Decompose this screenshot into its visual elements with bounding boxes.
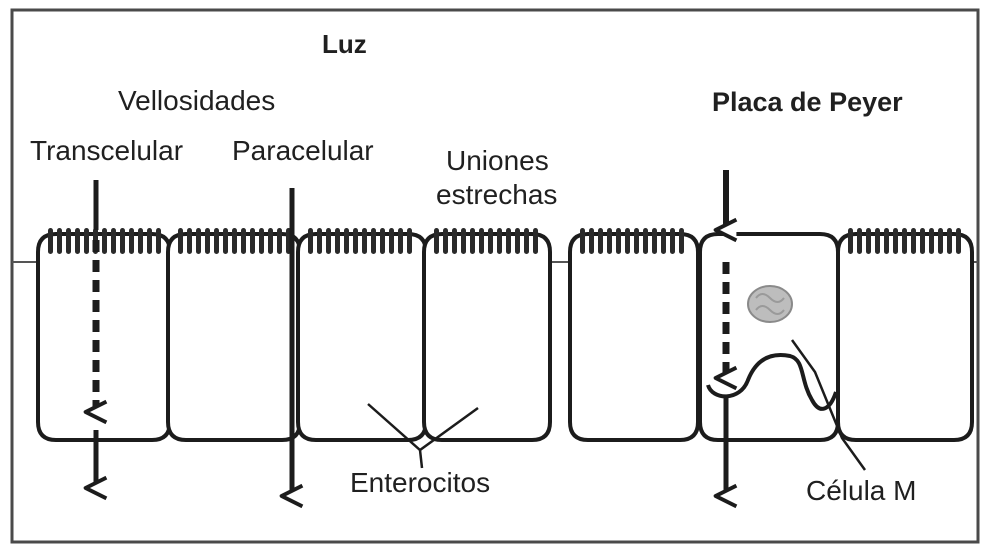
microvillus <box>652 228 657 254</box>
microvillus <box>893 228 898 254</box>
microvillus <box>250 228 255 254</box>
microvillus <box>634 228 639 254</box>
microvillus <box>938 228 943 254</box>
lumen-label: Luz <box>322 30 367 59</box>
microvillus <box>317 228 322 254</box>
microvillus <box>156 228 161 254</box>
microvillus <box>120 228 125 254</box>
enterocyte-cell <box>38 234 170 440</box>
microvillus <box>598 228 603 254</box>
microvillus <box>371 228 376 254</box>
m-cell-nucleus <box>748 286 792 322</box>
microvillus <box>884 228 889 254</box>
microvillus <box>223 228 228 254</box>
microvillus <box>129 228 134 254</box>
microvillus <box>380 228 385 254</box>
microvillus <box>488 228 493 254</box>
microvillus <box>277 228 282 254</box>
microvillus <box>911 228 916 254</box>
microvillus <box>241 228 246 254</box>
microvillus <box>616 228 621 254</box>
microvillus <box>857 228 862 254</box>
microvillus <box>956 228 961 254</box>
villi-label: Vellosidades <box>118 86 275 117</box>
microvillus <box>461 228 466 254</box>
microvillus <box>434 228 439 254</box>
cell-row <box>38 234 972 440</box>
enterocyte-cell <box>168 234 300 440</box>
enterocyte-cell <box>424 234 550 440</box>
microvillus <box>947 228 952 254</box>
tight-junctions-label-2: estrechas <box>436 180 557 211</box>
microvillus <box>625 228 630 254</box>
microvillus <box>407 228 412 254</box>
m-cell-label: Célula M <box>806 476 916 507</box>
microvillus <box>232 228 237 254</box>
microvillus <box>929 228 934 254</box>
microvillus <box>452 228 457 254</box>
microvillus <box>353 228 358 254</box>
microvillus <box>326 228 331 254</box>
microvillus <box>470 228 475 254</box>
microvillus <box>214 228 219 254</box>
microvillus <box>524 228 529 254</box>
microvillus <box>533 228 538 254</box>
microvillus <box>344 228 349 254</box>
microvillus <box>866 228 871 254</box>
tight-junctions-label-1: Uniones <box>446 146 549 177</box>
microvillus <box>497 228 502 254</box>
microvillus <box>902 228 907 254</box>
microvillus <box>362 228 367 254</box>
microvillus <box>196 228 201 254</box>
microvillus <box>259 228 264 254</box>
microvillus <box>205 228 210 254</box>
microvillus <box>187 228 192 254</box>
microvillus <box>848 228 853 254</box>
microvillus <box>643 228 648 254</box>
microvillus <box>268 228 273 254</box>
microvillus <box>607 228 612 254</box>
paracellular-label: Paracelular <box>232 136 374 167</box>
microvillus <box>84 228 89 254</box>
microvillus <box>48 228 53 254</box>
microvillus <box>75 228 80 254</box>
transcellular-label: Transcelular <box>30 136 183 167</box>
enterocyte-cell <box>838 234 972 440</box>
microvillus <box>308 228 313 254</box>
microvillus <box>147 228 152 254</box>
microvillus <box>506 228 511 254</box>
microvillus <box>661 228 666 254</box>
microvillus <box>111 228 116 254</box>
enterocytes-label: Enterocitos <box>350 468 490 499</box>
microvillus <box>443 228 448 254</box>
microvillus <box>580 228 585 254</box>
microvillus <box>515 228 520 254</box>
enterocyte-cell <box>570 234 698 440</box>
microvillus <box>479 228 484 254</box>
microvillus <box>66 228 71 254</box>
enterocyte-cell <box>298 234 426 440</box>
microvillus <box>920 228 925 254</box>
microvillus <box>102 228 107 254</box>
peyer-patch-label: Placa de Peyer <box>712 88 903 118</box>
microvillus <box>875 228 880 254</box>
microvillus <box>589 228 594 254</box>
microvillus <box>138 228 143 254</box>
microvillus <box>670 228 675 254</box>
microvillus <box>679 228 684 254</box>
microvillus <box>389 228 394 254</box>
enterocytes-pointer-center <box>420 450 422 468</box>
microvillus <box>398 228 403 254</box>
microvillus <box>335 228 340 254</box>
microvillus <box>57 228 62 254</box>
microvillus <box>178 228 183 254</box>
